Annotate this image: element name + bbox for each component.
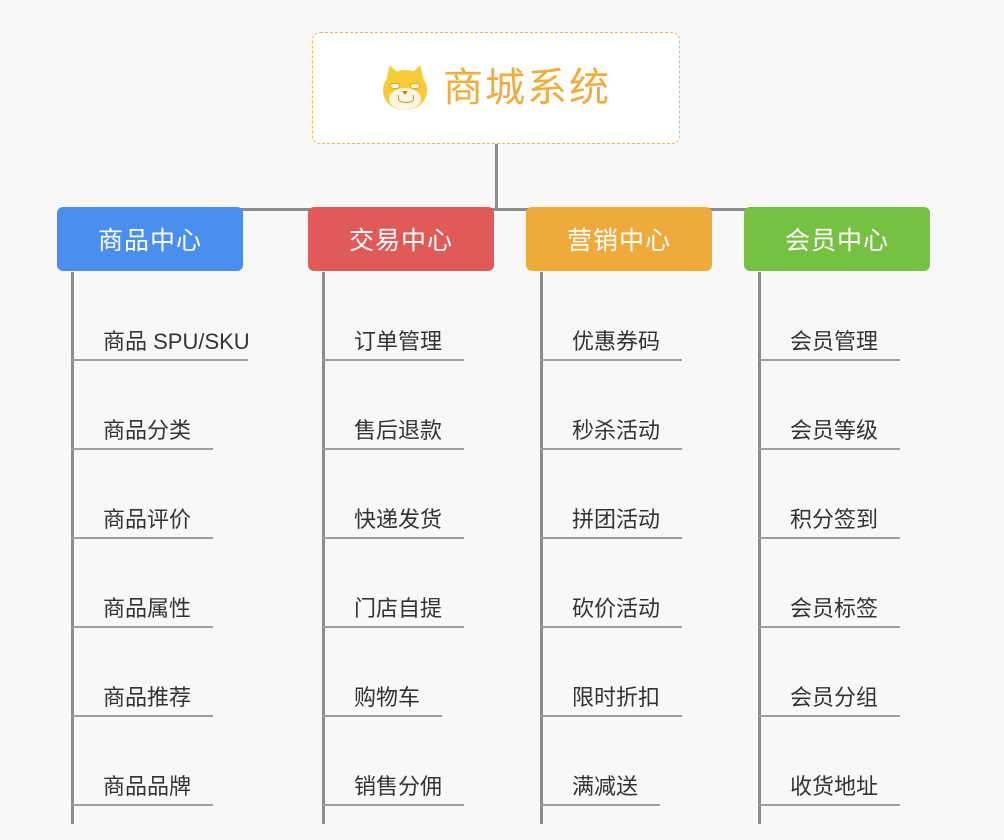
leaf-column-4: 会员管理 会员等级 积分签到 会员标签 会员分组 收货地址: [758, 272, 958, 824]
leaf-item[interactable]: 商品品牌: [71, 717, 213, 806]
leaf-label: 商品分类: [103, 417, 192, 443]
leaf-label: 秒杀活动: [572, 417, 661, 443]
leaf-label: 商品推荐: [103, 684, 192, 710]
leaf-spine: [758, 272, 761, 824]
root-title: 商城系统: [443, 66, 611, 110]
leaf-item[interactable]: 商品 SPU/SKU: [71, 272, 250, 361]
leaf-label: 商品品牌: [103, 773, 192, 799]
leaf-item[interactable]: 优惠券码: [540, 272, 682, 361]
leaf-label: 销售分佣: [354, 773, 443, 799]
branch-label: 商品中心: [97, 227, 202, 255]
connector-horizontal-bus: [150, 208, 840, 211]
leaf-label: 订单管理: [354, 328, 443, 354]
leaf-label: 会员管理: [790, 328, 879, 354]
root-node[interactable]: 商城系统: [312, 32, 680, 144]
branch-node-1[interactable]: 商品中心: [57, 207, 243, 271]
leaf-label: 售后退款: [354, 417, 443, 443]
leaf-label: 商品属性: [103, 595, 192, 621]
leaf-item[interactable]: 秒杀活动: [540, 361, 682, 450]
leaf-item[interactable]: 会员标签: [758, 539, 900, 628]
leaf-label: 收货地址: [790, 773, 879, 799]
leaf-item[interactable]: 商品评价: [71, 450, 213, 539]
leaf-item[interactable]: 会员分组: [758, 628, 900, 717]
leaf-item[interactable]: 销售分佣: [322, 717, 464, 806]
leaf-item[interactable]: 拼团活动: [540, 450, 682, 539]
leaf-item[interactable]: 积分签到: [758, 450, 900, 539]
leaf-label: 商品评价: [103, 506, 192, 532]
leaf-item[interactable]: 收货地址: [758, 717, 900, 806]
leaf-spine: [71, 272, 74, 824]
leaf-column-1: 商品 SPU/SKU 商品分类 商品评价 商品属性 商品推荐 商品品牌: [71, 272, 271, 824]
leaf-label: 购物车: [354, 684, 421, 710]
branch-label: 会员中心: [784, 227, 889, 255]
leaf-item[interactable]: 会员管理: [758, 272, 900, 361]
leaf-spine: [540, 272, 543, 824]
leaf-item[interactable]: 砍价活动: [540, 539, 682, 628]
leaf-item[interactable]: 商品分类: [71, 361, 213, 450]
leaf-label: 商品 SPU/SKU: [103, 328, 250, 354]
leaf-label: 会员标签: [790, 595, 879, 621]
leaf-label: 砍价活动: [572, 595, 661, 621]
leaf-label: 门店自提: [354, 595, 443, 621]
leaf-column-2: 订单管理 售后退款 快递发货 门店自提 购物车 销售分佣: [322, 272, 522, 824]
leaf-label: 会员等级: [790, 417, 879, 443]
leaf-label: 快递发货: [354, 506, 443, 532]
leaf-item[interactable]: 订单管理: [322, 272, 464, 361]
leaf-label: 优惠券码: [572, 328, 661, 354]
branch-node-4[interactable]: 会员中心: [744, 207, 930, 271]
leaf-label: 积分签到: [790, 506, 879, 532]
leaf-item[interactable]: 购物车: [322, 628, 442, 717]
leaf-item[interactable]: 商品推荐: [71, 628, 213, 717]
branch-label: 营销中心: [566, 227, 671, 255]
leaf-item[interactable]: 售后退款: [322, 361, 464, 450]
leaf-label: 会员分组: [790, 684, 879, 710]
leaf-column-3: 优惠券码 秒杀活动 拼团活动 砍价活动 限时折扣 满减送: [540, 272, 740, 824]
connector-root-stem: [495, 144, 498, 210]
leaf-label: 满减送: [572, 773, 639, 799]
leaf-item[interactable]: 门店自提: [322, 539, 464, 628]
leaf-spine: [322, 272, 325, 824]
leaf-label: 限时折扣: [572, 684, 661, 710]
leaf-item[interactable]: 快递发货: [322, 450, 464, 539]
branch-node-2[interactable]: 交易中心: [308, 207, 494, 271]
leaf-label: 拼团活动: [572, 506, 661, 532]
leaf-item[interactable]: 限时折扣: [540, 628, 682, 717]
shiba-dog-face-icon: [381, 62, 429, 112]
leaf-item[interactable]: 会员等级: [758, 361, 900, 450]
leaf-item[interactable]: 满减送: [540, 717, 660, 806]
leaf-item[interactable]: 商品属性: [71, 539, 213, 628]
branch-label: 交易中心: [348, 227, 453, 255]
branch-node-3[interactable]: 营销中心: [526, 207, 712, 271]
